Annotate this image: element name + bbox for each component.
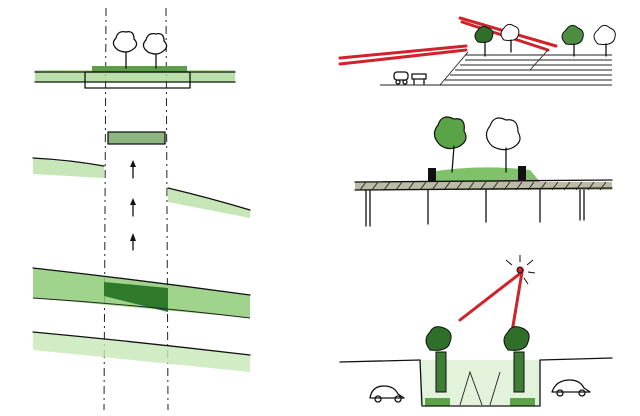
left-section-sketch: [32, 7, 251, 411]
arrow-icon: [130, 160, 136, 251]
green-band-lower: [32, 331, 251, 372]
bench-icon: [428, 168, 436, 182]
tunnel-sketch: [339, 255, 613, 407]
tree-icon: [433, 116, 467, 173]
tree-icon: [142, 32, 168, 69]
floating-slab: [107, 131, 166, 145]
car-icon: [551, 379, 591, 397]
car-icon: [393, 71, 409, 85]
car-icon: [369, 385, 405, 403]
sun-icon: [505, 255, 536, 285]
bench-icon: [518, 166, 526, 180]
tree-icon: [474, 23, 616, 57]
green-band-middle: [32, 267, 251, 319]
tree-icon: [485, 117, 521, 173]
green-band-upper: [32, 157, 251, 218]
top-deck: [34, 30, 236, 89]
bridge-piers: [365, 189, 585, 227]
tree-icon: [503, 326, 530, 393]
bench-icon: [411, 73, 427, 85]
stairs-sketch: [338, 16, 616, 86]
tree-icon: [112, 30, 138, 69]
tree-icon: [425, 326, 452, 393]
bridge-sketch: [354, 116, 613, 227]
